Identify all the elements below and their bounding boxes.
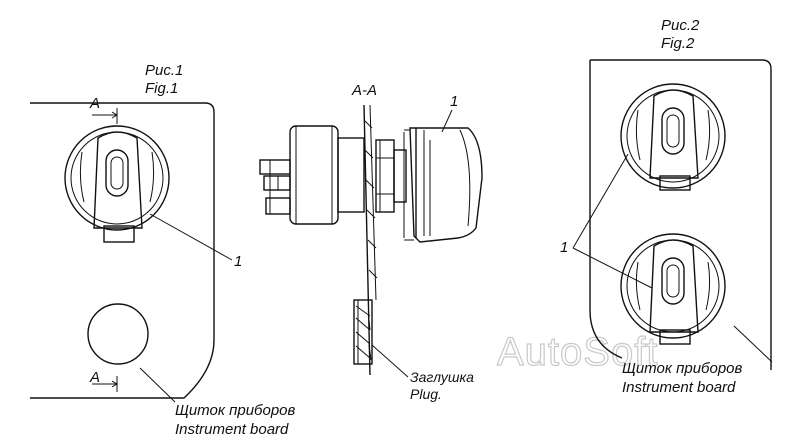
fig1-panel-label-en: Instrument board: [175, 421, 289, 438]
fig2-panel-label-en: Instrument board: [622, 379, 736, 396]
section-plug-label-ru: Заглушка: [410, 369, 474, 385]
section-panel-wall: [363, 104, 371, 376]
watermark: AutoSoft: [497, 330, 658, 374]
fig1-section-arrow-top: [92, 108, 118, 124]
section-plug: [353, 299, 373, 365]
section-knob: [403, 127, 483, 243]
fig1-caption-en: Fig.1: [145, 80, 178, 97]
fig2-panel-label-ru: Щиток приборов: [622, 360, 743, 377]
fig1-label-leader: [139, 367, 176, 403]
fig1-section-arrow-bottom: [92, 376, 118, 392]
fig1-section-mark-bottom: A: [89, 369, 100, 386]
fig1-callout: 1: [234, 253, 242, 270]
section-title: A-A: [351, 82, 377, 99]
fig1-caption-ru: Рис.1: [145, 62, 183, 79]
section-mounting-nut: [375, 139, 407, 213]
fig2-caption-ru: Рис.2: [661, 17, 700, 34]
fig1-callout-leader: [149, 213, 233, 261]
section-a-a: A-A 1: [259, 82, 483, 402]
fig2-switch-bottom: [620, 233, 726, 345]
section-plug-leader: [371, 344, 409, 378]
section-switch-body: [259, 125, 365, 225]
fig2-switch-top: [620, 83, 726, 191]
fig1-switch: [64, 125, 170, 243]
fig2-callout-leaders: [572, 153, 653, 289]
figure-2: Рис.2 Fig.2 1 Щиток приборов: [560, 17, 773, 396]
section-plug-label-en: Plug.: [410, 386, 442, 402]
figure-1: Рис.1 Fig.1 A A 1 Щиток приборов Instrum…: [30, 62, 296, 438]
fig1-section-mark-top: A: [89, 95, 100, 112]
fig1-instrument-panel: [30, 102, 215, 399]
fig2-instrument-panel: [589, 59, 772, 370]
section-callout: 1: [450, 93, 458, 110]
fig1-panel-label-ru: Щиток приборов: [175, 402, 296, 419]
fig1-plug-hole: [87, 303, 149, 365]
fig2-caption-en: Fig.2: [661, 35, 695, 52]
fig2-callout: 1: [560, 239, 568, 256]
fig2-label-leader: [733, 325, 773, 363]
